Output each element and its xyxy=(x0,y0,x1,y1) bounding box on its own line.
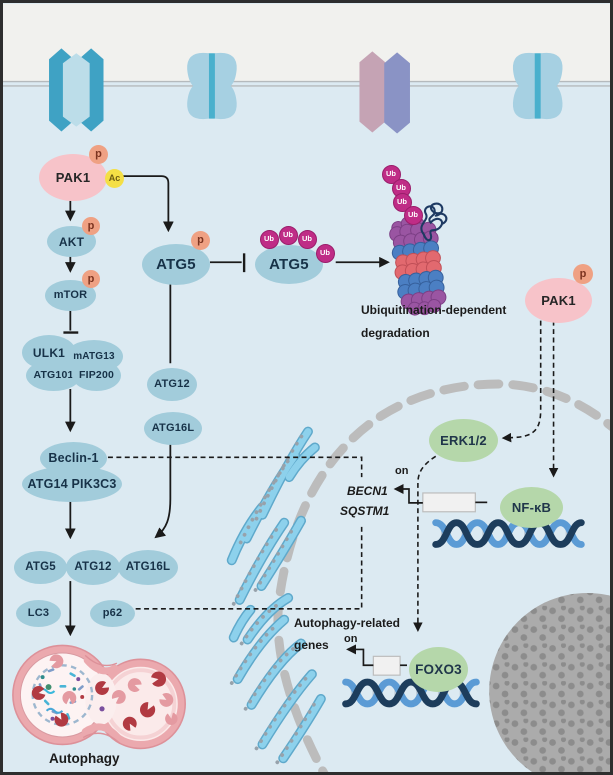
autophagy-label: Autophagy xyxy=(49,751,120,766)
ubiquitin-icon: Ub xyxy=(297,229,317,249)
ubiquitin-icon: Ub xyxy=(315,243,335,263)
autolysosome-icon xyxy=(12,644,186,750)
ubiquitin-icon: Ub xyxy=(392,192,412,212)
figure-graphics xyxy=(3,3,610,772)
ion-channel-icon xyxy=(512,52,563,120)
atg12-node: ATG12 xyxy=(147,368,197,401)
phospho-badge: p xyxy=(573,264,593,284)
receptor-transporter-icon xyxy=(49,48,104,132)
on-label: on xyxy=(344,633,358,645)
autophagy-genes-label-line1: Autophagy-related xyxy=(294,616,401,630)
phospho-badge: p xyxy=(82,217,100,235)
erk12-node: ERK1/2 xyxy=(429,419,498,462)
ubiquitin-icon: Ub xyxy=(381,164,401,184)
ion-channel-icon xyxy=(187,52,237,120)
solid-arrows xyxy=(63,175,390,637)
phagophore-membranes xyxy=(232,432,321,765)
ubiquitin-icon: Ub xyxy=(403,205,423,225)
degradation-caption-line1: Ubiquitination-dependent xyxy=(361,303,507,317)
fip200-node: FIP200 xyxy=(72,360,121,391)
unfolded-protein-icon xyxy=(420,202,448,242)
dashed-links xyxy=(107,320,559,632)
atg5-node: ATG5 xyxy=(142,244,210,285)
nucleolus xyxy=(489,592,610,772)
pak1-nuclear-node: PAK1 xyxy=(525,278,592,323)
plasma-membrane xyxy=(3,3,610,87)
atg5-complex-node: ATG5 xyxy=(14,551,67,584)
dna-helix-nfkb xyxy=(432,519,585,548)
p62-node: p62 xyxy=(90,600,135,627)
phospho-badge: p xyxy=(89,145,108,164)
degradation-caption-line2: degradation xyxy=(361,326,430,340)
sqstm1-gene-label: SQSTM1 xyxy=(340,504,390,518)
foxo3-promoter xyxy=(346,644,408,676)
on-label: on xyxy=(395,465,409,477)
lc3-node: LC3 xyxy=(16,600,61,627)
foxo3-node: FOXO3 xyxy=(409,647,468,692)
ubiquitin-icon: Ub xyxy=(278,225,298,245)
ubiquitin-icon: Ub xyxy=(259,229,279,249)
becn1-promoter xyxy=(393,483,488,513)
pak1-node: PAK1 xyxy=(39,154,107,201)
autophagy-genes-label-line2: genes xyxy=(294,638,329,652)
atg12-complex-node: ATG12 xyxy=(66,550,120,585)
atg5-ubiquitinated-node: ATG5 xyxy=(255,245,323,284)
nfkb-node: NF-κB xyxy=(500,487,563,528)
beclin1-node: Beclin-1 xyxy=(40,442,107,475)
atg101-node: ATG101 xyxy=(26,360,81,391)
atg16l-node: ATG16L xyxy=(144,412,202,445)
phospho-badge: p xyxy=(82,270,100,288)
receptor-dimer-icon xyxy=(359,51,410,134)
acetyl-badge: Ac xyxy=(105,169,124,188)
atg16l-complex-node: ATG16L xyxy=(118,550,178,585)
phospho-badge: p xyxy=(191,231,210,250)
becn1-gene-label: BECN1 xyxy=(347,484,388,498)
